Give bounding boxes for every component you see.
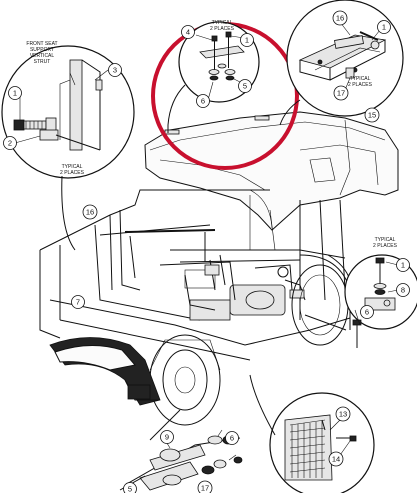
callout-number-13: 13: [335, 406, 351, 422]
callout-number-1-right: 1: [396, 258, 410, 272]
note-typical-left-line1: TYPICAL: [62, 164, 83, 170]
callout-number-4: 4: [181, 25, 195, 39]
cart-frame-drawing: [39, 111, 399, 441]
note-typical-top-line2: 2 PLACES: [210, 26, 235, 32]
note-typical-top-line1: TYPICAL: [212, 20, 233, 26]
svg-text:13: 13: [339, 410, 347, 419]
callout-number-16-top: 16: [332, 10, 348, 26]
svg-text:1: 1: [245, 36, 249, 45]
note-typical-topright-line2: 2 PLACES: [348, 82, 373, 88]
callout-number-5-bottom: 5: [123, 482, 137, 493]
svg-text:8: 8: [401, 286, 405, 295]
callout-number-14: 14: [328, 451, 344, 467]
callout-number-6-top: 6: [196, 94, 210, 108]
note-front-seat-line4: STRUT: [34, 59, 51, 65]
callout-number-1-topright: 1: [377, 20, 391, 34]
note-typical-right-line1: TYPICAL: [375, 237, 396, 243]
svg-text:6: 6: [230, 434, 234, 443]
svg-text:1: 1: [13, 89, 17, 98]
callout-number-6-bottom: 6: [225, 431, 239, 445]
bottom-hardware-group: [119, 429, 243, 491]
callout-number-1-top: 1: [240, 33, 254, 47]
callout-number-17-top: 17: [333, 85, 349, 101]
svg-text:9: 9: [165, 433, 169, 442]
callout-number-17-bottom: 17: [197, 480, 213, 493]
svg-text:1: 1: [382, 23, 386, 32]
callout-number-3: 3: [108, 63, 122, 77]
callout-number-9: 9: [160, 430, 174, 444]
callout-number-7: 7: [71, 295, 85, 309]
svg-text:15: 15: [368, 111, 376, 120]
svg-text:17: 17: [201, 484, 209, 493]
note-typical-topright-line1: TYPICAL: [350, 76, 371, 82]
svg-text:6: 6: [201, 97, 205, 106]
callout-number-15: 15: [364, 107, 380, 123]
svg-text:6: 6: [365, 308, 369, 317]
callout-number-6-right: 6: [360, 305, 374, 319]
callout-number-2-left: 2: [3, 136, 17, 150]
svg-text:16: 16: [86, 208, 94, 217]
callout-number-8: 8: [396, 283, 410, 297]
svg-text:1: 1: [401, 261, 405, 270]
notes-group: FRONT SEAT SUPPORT VERTICAL STRUT TYPICA…: [26, 20, 397, 249]
svg-text:2: 2: [8, 139, 12, 148]
note-typical-left-line2: 2 PLACES: [60, 170, 85, 176]
note-front-seat-line3: VERTICAL: [30, 53, 55, 59]
note-front-seat-line1: FRONT SEAT: [26, 41, 57, 47]
svg-text:5: 5: [243, 82, 247, 91]
svg-text:14: 14: [332, 455, 340, 464]
note-typical-right-line2: 2 PLACES: [373, 243, 398, 249]
callout-front-seat-support: [1, 45, 135, 251]
svg-text:5: 5: [128, 485, 132, 493]
callout-number-group: 1 2 3 4 1 5 6 16 1 17 15 16 7 1 8 6 9 6 …: [3, 10, 410, 493]
svg-text:7: 7: [76, 298, 80, 307]
callout-typical-mount-hardware: [151, 21, 299, 170]
note-front-seat-line2: SUPPORT: [30, 47, 54, 53]
svg-text:16: 16: [336, 14, 344, 23]
callout-seat-hinge: [279, 0, 404, 126]
callout-number-16-mid: 16: [82, 204, 98, 220]
callout-number-5: 5: [238, 79, 252, 93]
svg-text:17: 17: [337, 89, 345, 98]
svg-text:3: 3: [113, 66, 117, 75]
callout-grille: [249, 374, 375, 493]
callout-number-1-left: 1: [8, 86, 22, 100]
svg-text:4: 4: [186, 28, 190, 37]
